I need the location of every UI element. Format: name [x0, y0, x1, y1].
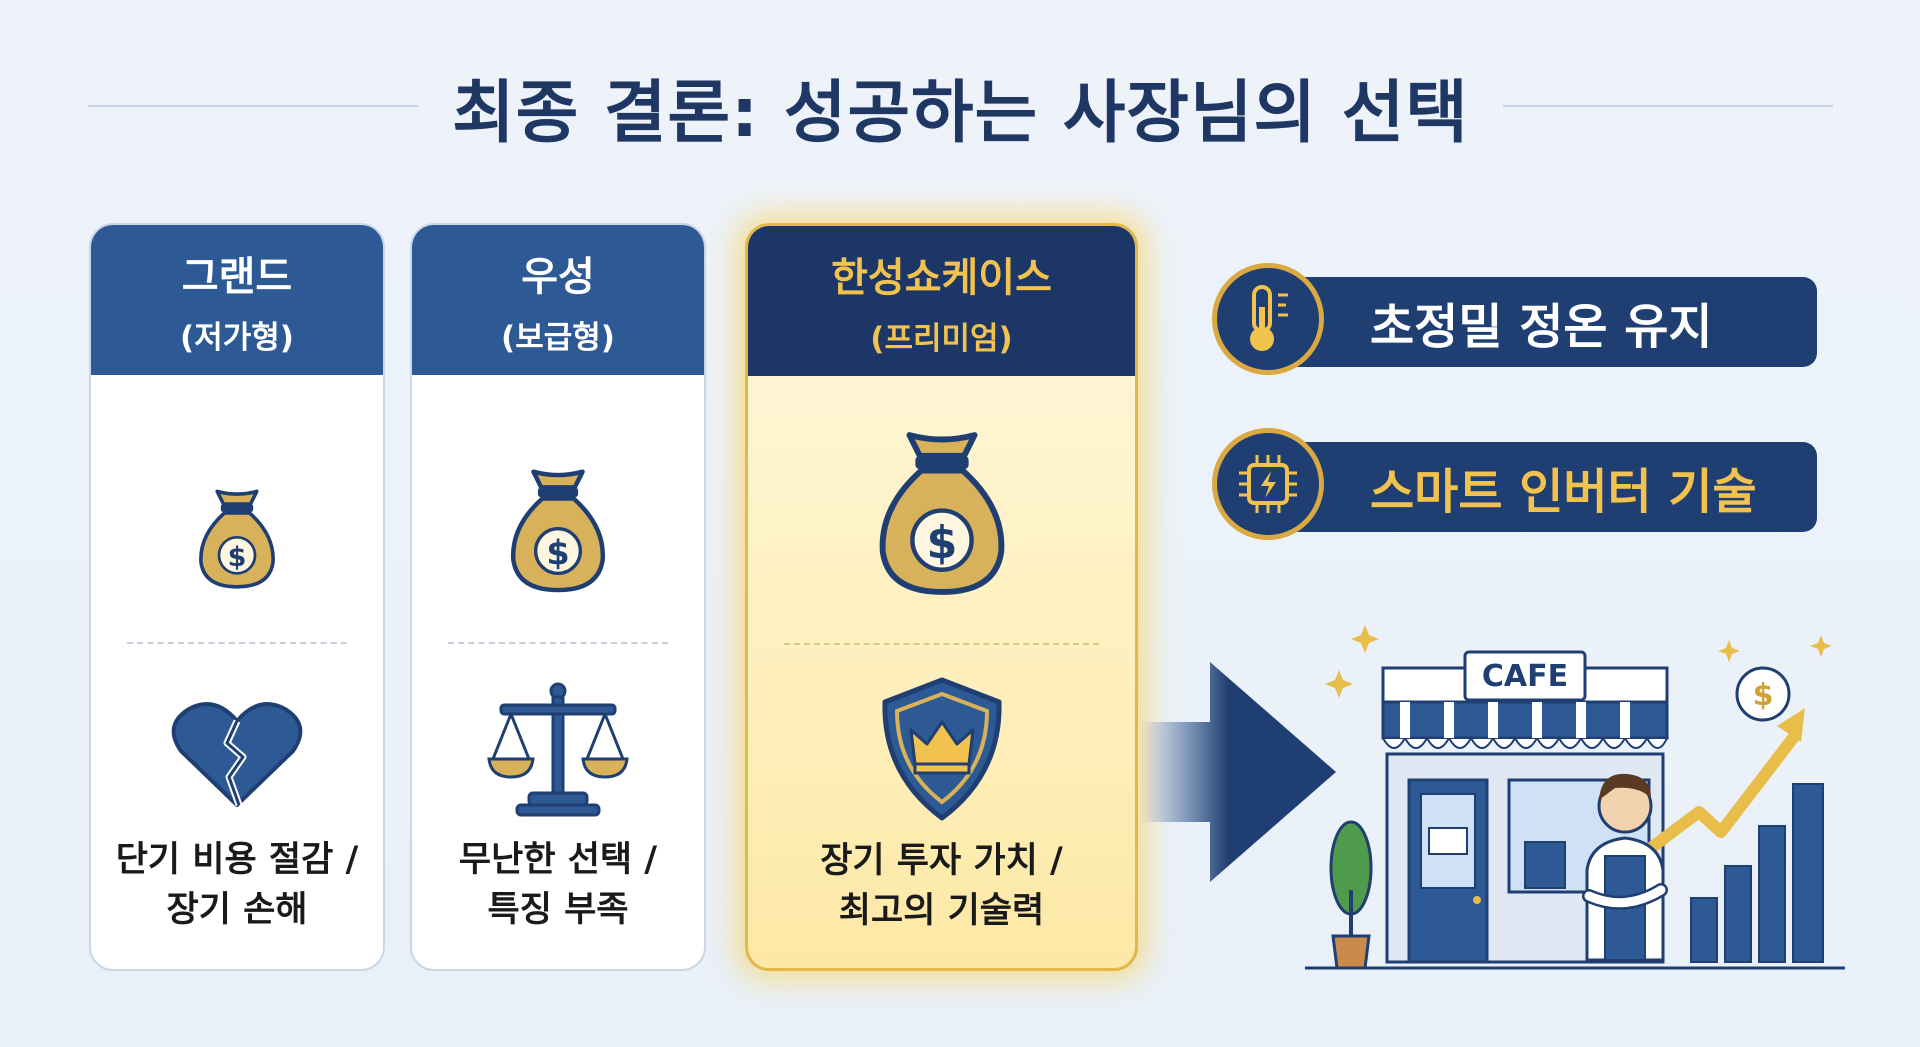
- card-header: 그랜드 (저가형): [91, 225, 383, 375]
- title-divider-right: [1502, 105, 1834, 107]
- card-header: 우성 (보급형): [412, 225, 704, 375]
- card-name: 그랜드: [181, 253, 293, 300]
- summary-line-1: 무난한 선택 /: [458, 840, 658, 880]
- card-summary: 무난한 선택 / 특징 부족: [412, 835, 704, 935]
- card-name: 한성쇼케이스: [831, 254, 1052, 301]
- feature-inverter: 스마트 인버터 기술: [1212, 428, 1817, 546]
- title-row: 최종 결론: 성공하는 사장님의 선택: [88, 66, 1834, 153]
- thermometer-icon: [1212, 263, 1324, 375]
- money-bag-icon: $: [91, 485, 383, 595]
- card-name: 우성: [521, 253, 595, 300]
- money-bag-icon: $: [748, 426, 1135, 604]
- balance-scale-icon: [412, 673, 704, 823]
- money-bag-icon: $: [412, 465, 704, 599]
- page-title: 최종 결론: 성공하는 사장님의 선택: [452, 73, 1469, 153]
- card-divider: [127, 642, 347, 644]
- feature-bar: 초정밀 정온 유지: [1270, 277, 1817, 367]
- feature-bar: 스마트 인버터 기술: [1270, 442, 1817, 532]
- summary-line-1: 장기 투자 가치 /: [820, 841, 1063, 881]
- card-woosung: 우성 (보급형) $ 무난한 선택 / 특징 부족: [410, 223, 706, 971]
- flow-arrow-icon: [1140, 662, 1340, 886]
- crown-shield-icon: [748, 674, 1135, 824]
- summary-line-1: 단기 비용 절감 /: [115, 840, 359, 880]
- card-tier: (저가형): [180, 319, 294, 356]
- svg-text:$: $: [926, 518, 957, 569]
- svg-text:$: $: [546, 533, 569, 572]
- summary-line-2: 장기 손해: [166, 890, 308, 930]
- card-summary: 장기 투자 가치 / 최고의 기술력: [748, 836, 1135, 936]
- title-divider-left: [88, 105, 419, 107]
- svg-text:$: $: [228, 542, 247, 573]
- summary-line-2: 특징 부족: [487, 890, 629, 930]
- card-header: 한성쇼케이스 (프리미엄): [748, 226, 1135, 376]
- svg-text:$: $: [1753, 678, 1774, 713]
- card-summary: 단기 비용 절감 / 장기 손해: [91, 835, 383, 935]
- card-divider: [784, 643, 1099, 645]
- chip-icon: [1212, 428, 1324, 540]
- feature-label: 초정밀 정온 유지: [1370, 299, 1713, 355]
- card-divider: [448, 642, 668, 644]
- card-grand: 그랜드 (저가형) $ 단기 비용 절감 / 장기 손해: [89, 223, 385, 971]
- cafe-sign: CAFE: [1482, 659, 1568, 694]
- feature-temperature: 초정밀 정온 유지: [1212, 263, 1817, 381]
- summary-line-2: 최고의 기술력: [838, 891, 1045, 931]
- card-tier: (보급형): [501, 319, 615, 356]
- card-hansung-premium: 한성쇼케이스 (프리미엄) $ 장기 투자 가치 / 최고의 기술력: [745, 223, 1138, 971]
- cafe-owner-growth-illustration: CAFE $: [1305, 620, 1865, 984]
- broken-heart-icon: [91, 695, 383, 815]
- feature-label: 스마트 인버터 기술: [1370, 464, 1757, 520]
- card-tier: (프리미엄): [870, 320, 1013, 357]
